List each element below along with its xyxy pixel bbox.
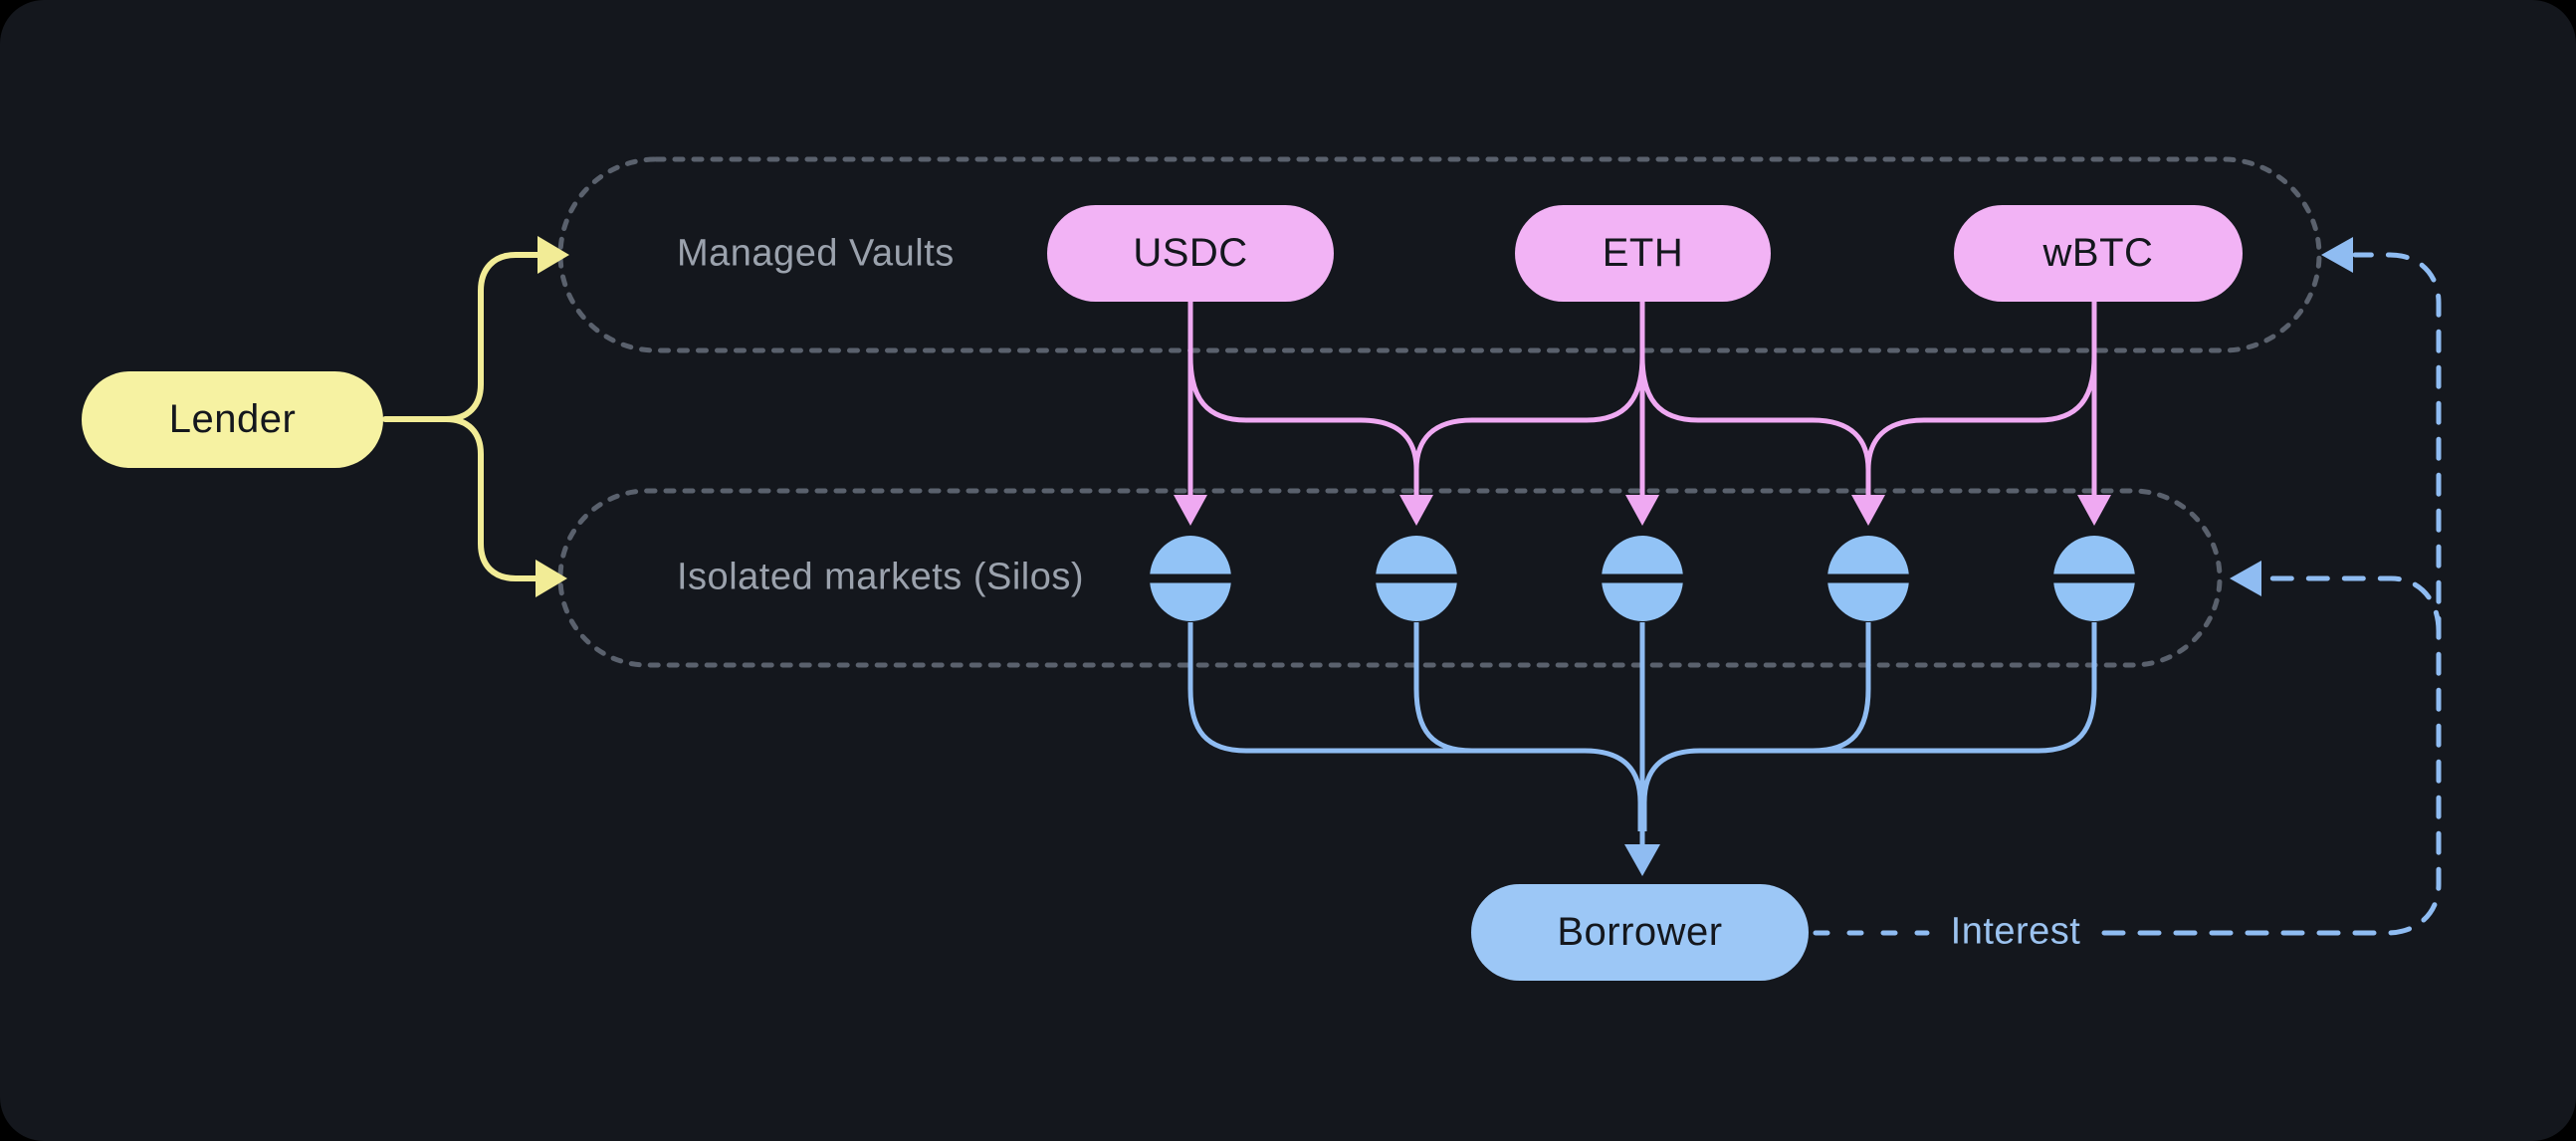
isolated-markets-label: Isolated markets (Silos)	[677, 556, 1085, 598]
managed-vaults-label: Managed Vaults	[677, 232, 955, 275]
vault-node-usdc: USDC	[1047, 205, 1334, 302]
vault-node-wbtc: wBTC	[1954, 205, 2243, 302]
arrowhead-lender-to-silos	[536, 560, 567, 597]
interest-edge-label: Interest	[1950, 910, 2081, 953]
silo-icon	[2050, 536, 2138, 621]
vault-node-eth: ETH	[1515, 205, 1771, 302]
arrowhead-interest-to-silos	[2230, 561, 2261, 596]
silos-to-borrower-arrows	[1187, 622, 2097, 876]
borrower-node: Borrower	[1471, 884, 1809, 981]
arrowhead-lender-to-vaults	[537, 236, 569, 274]
silo-icon	[1373, 536, 1460, 621]
arrowhead-silos-to-borrower	[1624, 844, 1660, 876]
lender-node: Lender	[82, 371, 383, 468]
interest-feedback-arrows	[1813, 237, 2442, 936]
managed-vaults-container-border	[557, 156, 2322, 353]
silo-icon	[1825, 536, 1912, 621]
silo-icon	[1599, 536, 1686, 621]
silo-icons	[1147, 536, 2138, 621]
isolated-markets-container-border	[557, 488, 2223, 668]
vaults-to-silos-arrows	[1174, 302, 2111, 526]
silo-icon	[1147, 536, 1234, 621]
lender-to-containers-arrows	[382, 236, 569, 597]
arrowhead-interest-to-vaults	[2321, 237, 2353, 273]
